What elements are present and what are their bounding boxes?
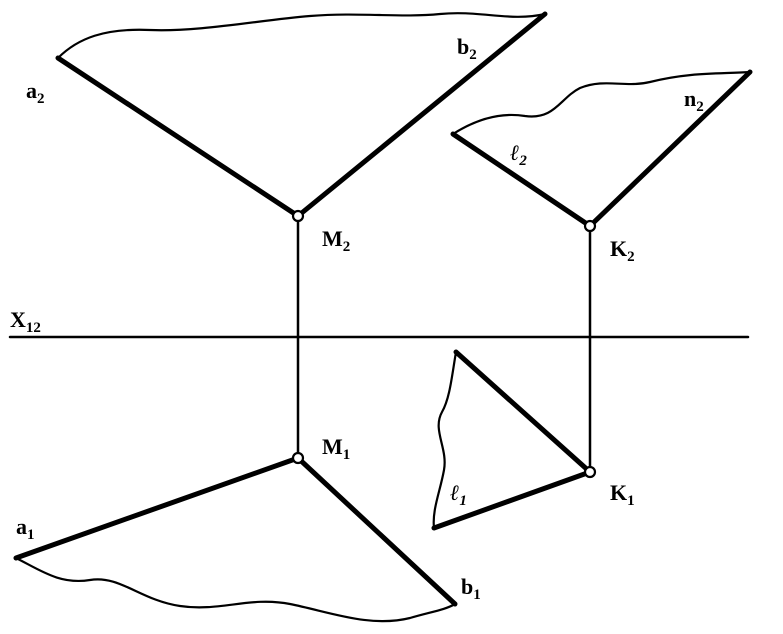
point-M1 [291,451,305,465]
plane-l1-wavy-edge [432,350,458,530]
label-n2: n2 [684,86,704,115]
line-l2 [450,131,593,229]
line-a1 [13,455,301,561]
plane-a1b1-wavy-edge [14,556,457,623]
line-a2 [55,55,301,219]
label-a1: a1 [16,514,35,543]
label-a2: a2 [26,78,45,107]
point-M2 [291,209,305,223]
label-X12: X12 [10,307,41,336]
line-n2 [587,69,753,229]
point-K2 [583,219,597,233]
label-M1: M1 [322,434,350,463]
point-K1 [583,465,597,479]
line-l1-diagonal [453,349,593,475]
plane-a2b2-wavy-edge [56,12,547,60]
label-l1: ℓ1 [450,480,467,509]
label-b2: b2 [457,34,477,63]
label-b1: b1 [461,574,481,603]
label-M2: M2 [322,226,350,255]
plane-l2n2-wavy-edge [451,70,752,136]
label-l2: ℓ2 [510,140,527,169]
label-K1: K1 [610,480,635,509]
label-K2: K2 [610,236,635,265]
line-l1 [431,469,593,531]
line-b2 [295,11,548,219]
line-b1 [295,455,458,607]
